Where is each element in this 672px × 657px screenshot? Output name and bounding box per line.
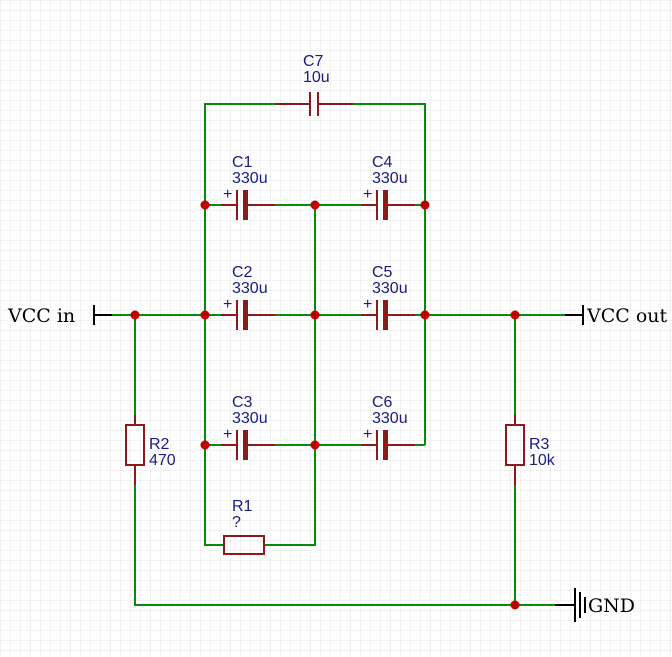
c5-value: 330u: [372, 280, 408, 297]
capacitor-c1[interactable]: + C1 330u: [221, 154, 275, 220]
junction-dot: [420, 310, 430, 320]
junction-dot: [310, 440, 320, 450]
c2-ref: C2: [232, 264, 253, 281]
c3-value: 330u: [232, 410, 268, 427]
r1-ref: R1: [232, 498, 253, 515]
c5-plus-mark: +: [363, 296, 372, 313]
junction-dot: [510, 310, 520, 320]
capacitor-c6[interactable]: + C6 330u: [361, 394, 415, 460]
capacitor-c7[interactable]: C7 10u: [275, 53, 353, 116]
junction-dot: [200, 200, 210, 210]
c4-ref: C4: [372, 154, 393, 171]
capacitor-c3[interactable]: + C3 330u: [221, 394, 275, 460]
r3-value: 10k: [529, 452, 556, 469]
port-vcc-in[interactable]: VCC in: [7, 305, 112, 327]
c6-ref: C6: [372, 394, 393, 411]
c3-ref: C3: [232, 394, 253, 411]
vcc-in-label: VCC in: [7, 305, 75, 327]
c1-plus-mark: +: [223, 186, 232, 203]
junction-dot: [200, 310, 210, 320]
junction-dot: [420, 200, 430, 210]
vcc-out-label: VCC out: [586, 305, 668, 327]
junction-dot: [310, 310, 320, 320]
c2-value: 330u: [232, 280, 268, 297]
c2-plus-mark: +: [223, 296, 232, 313]
junction-dot: [510, 600, 520, 610]
c1-value: 330u: [232, 170, 268, 187]
junction-dot: [200, 440, 210, 450]
gnd-label: GND: [588, 595, 635, 617]
c1-ref: C1: [232, 154, 253, 171]
r3-ref: R3: [529, 436, 550, 453]
junction-dot: [130, 310, 140, 320]
capacitor-c4[interactable]: + C4 330u: [361, 154, 415, 220]
c7-value: 10u: [303, 69, 330, 86]
c4-plus-mark: +: [363, 186, 372, 203]
c4-value: 330u: [372, 170, 408, 187]
port-vcc-out[interactable]: VCC out: [565, 305, 668, 327]
c7-ref: C7: [303, 53, 324, 70]
ground-symbol[interactable]: GND: [555, 588, 635, 622]
junctions: [130, 200, 520, 610]
resistor-r1[interactable]: R1 ?: [223, 498, 265, 555]
capacitor-c5[interactable]: + C5 330u: [361, 264, 415, 330]
c6-plus-mark: +: [363, 426, 372, 443]
resistor-r3[interactable]: R3 10k: [505, 415, 556, 485]
r2-ref: R2: [149, 436, 170, 453]
resistor-r2[interactable]: R2 470: [125, 415, 176, 485]
c5-ref: C5: [372, 264, 393, 281]
c3-plus-mark: +: [223, 426, 232, 443]
junction-dot: [310, 200, 320, 210]
r2-value: 470: [149, 452, 176, 469]
capacitor-c2[interactable]: + C2 330u: [221, 264, 275, 330]
r1-value: ?: [232, 514, 241, 531]
c6-value: 330u: [372, 410, 408, 427]
